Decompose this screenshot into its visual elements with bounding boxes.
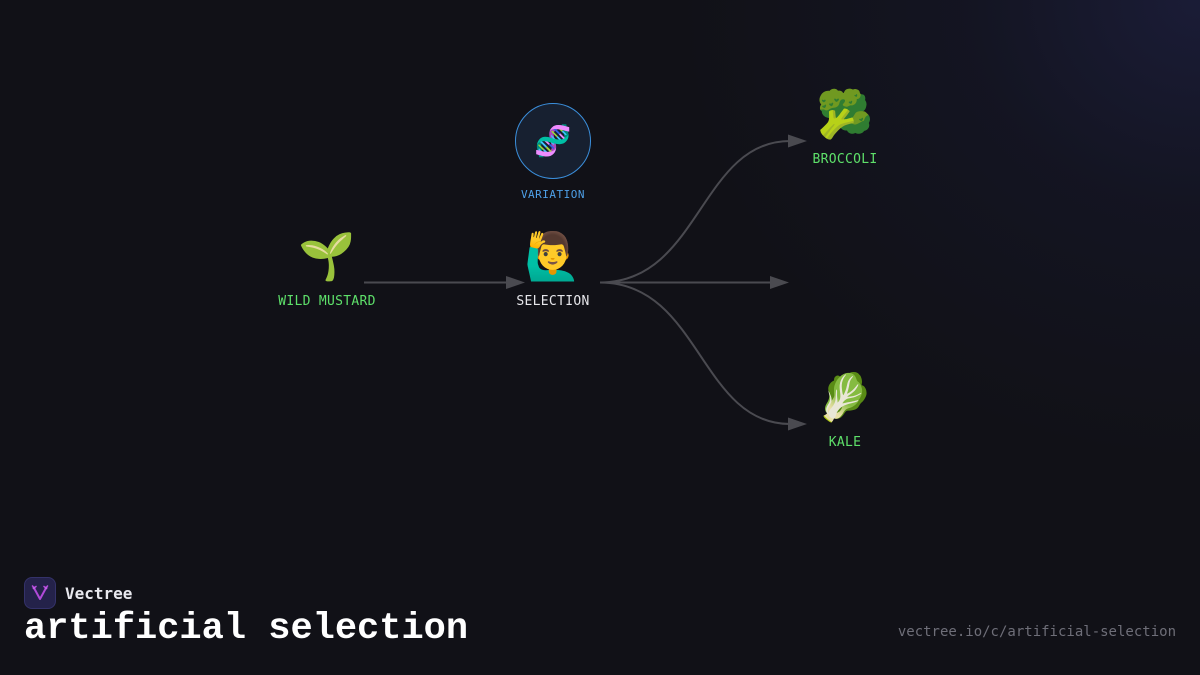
- page-title: artificial selection: [24, 608, 469, 650]
- broccoli-label: BROCCOLI: [812, 152, 878, 167]
- variation-label: VARIATION: [520, 188, 586, 201]
- edge-selection-to-kale: [599, 281, 807, 431]
- edge-selection-to-middle: [600, 276, 789, 289]
- person-raising-hand-icon: 🙋‍♂️: [524, 229, 582, 283]
- node-variation[interactable]: 🧬 VARIATION: [515, 103, 591, 201]
- kale-label: KALE: [828, 435, 862, 450]
- node-selection[interactable]: 🙋‍♂️ SELECTION: [516, 228, 589, 309]
- share-url[interactable]: vectree.io/c/artificial-selection: [897, 624, 1176, 640]
- brand[interactable]: Vectree: [24, 577, 132, 609]
- selection-label: SELECTION: [516, 294, 590, 309]
- leafy-green-icon: 🥬: [816, 370, 874, 424]
- variation-circle: 🧬: [515, 103, 591, 179]
- edge-wild-mustard-to-selection: [364, 276, 525, 289]
- brand-name: Vectree: [65, 583, 133, 603]
- dna-icon: 🧬: [534, 123, 572, 159]
- wild-mustard-label: WILD MUSTARD: [278, 294, 376, 309]
- node-wild-mustard[interactable]: 🌱 WILD MUSTARD: [278, 228, 376, 309]
- edge-selection-to-broccoli: [599, 134, 807, 284]
- seedling-icon: 🌱: [298, 229, 356, 283]
- node-broccoli[interactable]: 🥦 BROCCOLI: [812, 86, 877, 167]
- vectree-logo-icon: [24, 577, 56, 609]
- node-kale[interactable]: 🥬 KALE: [816, 369, 873, 450]
- broccoli-icon: 🥦: [816, 87, 874, 141]
